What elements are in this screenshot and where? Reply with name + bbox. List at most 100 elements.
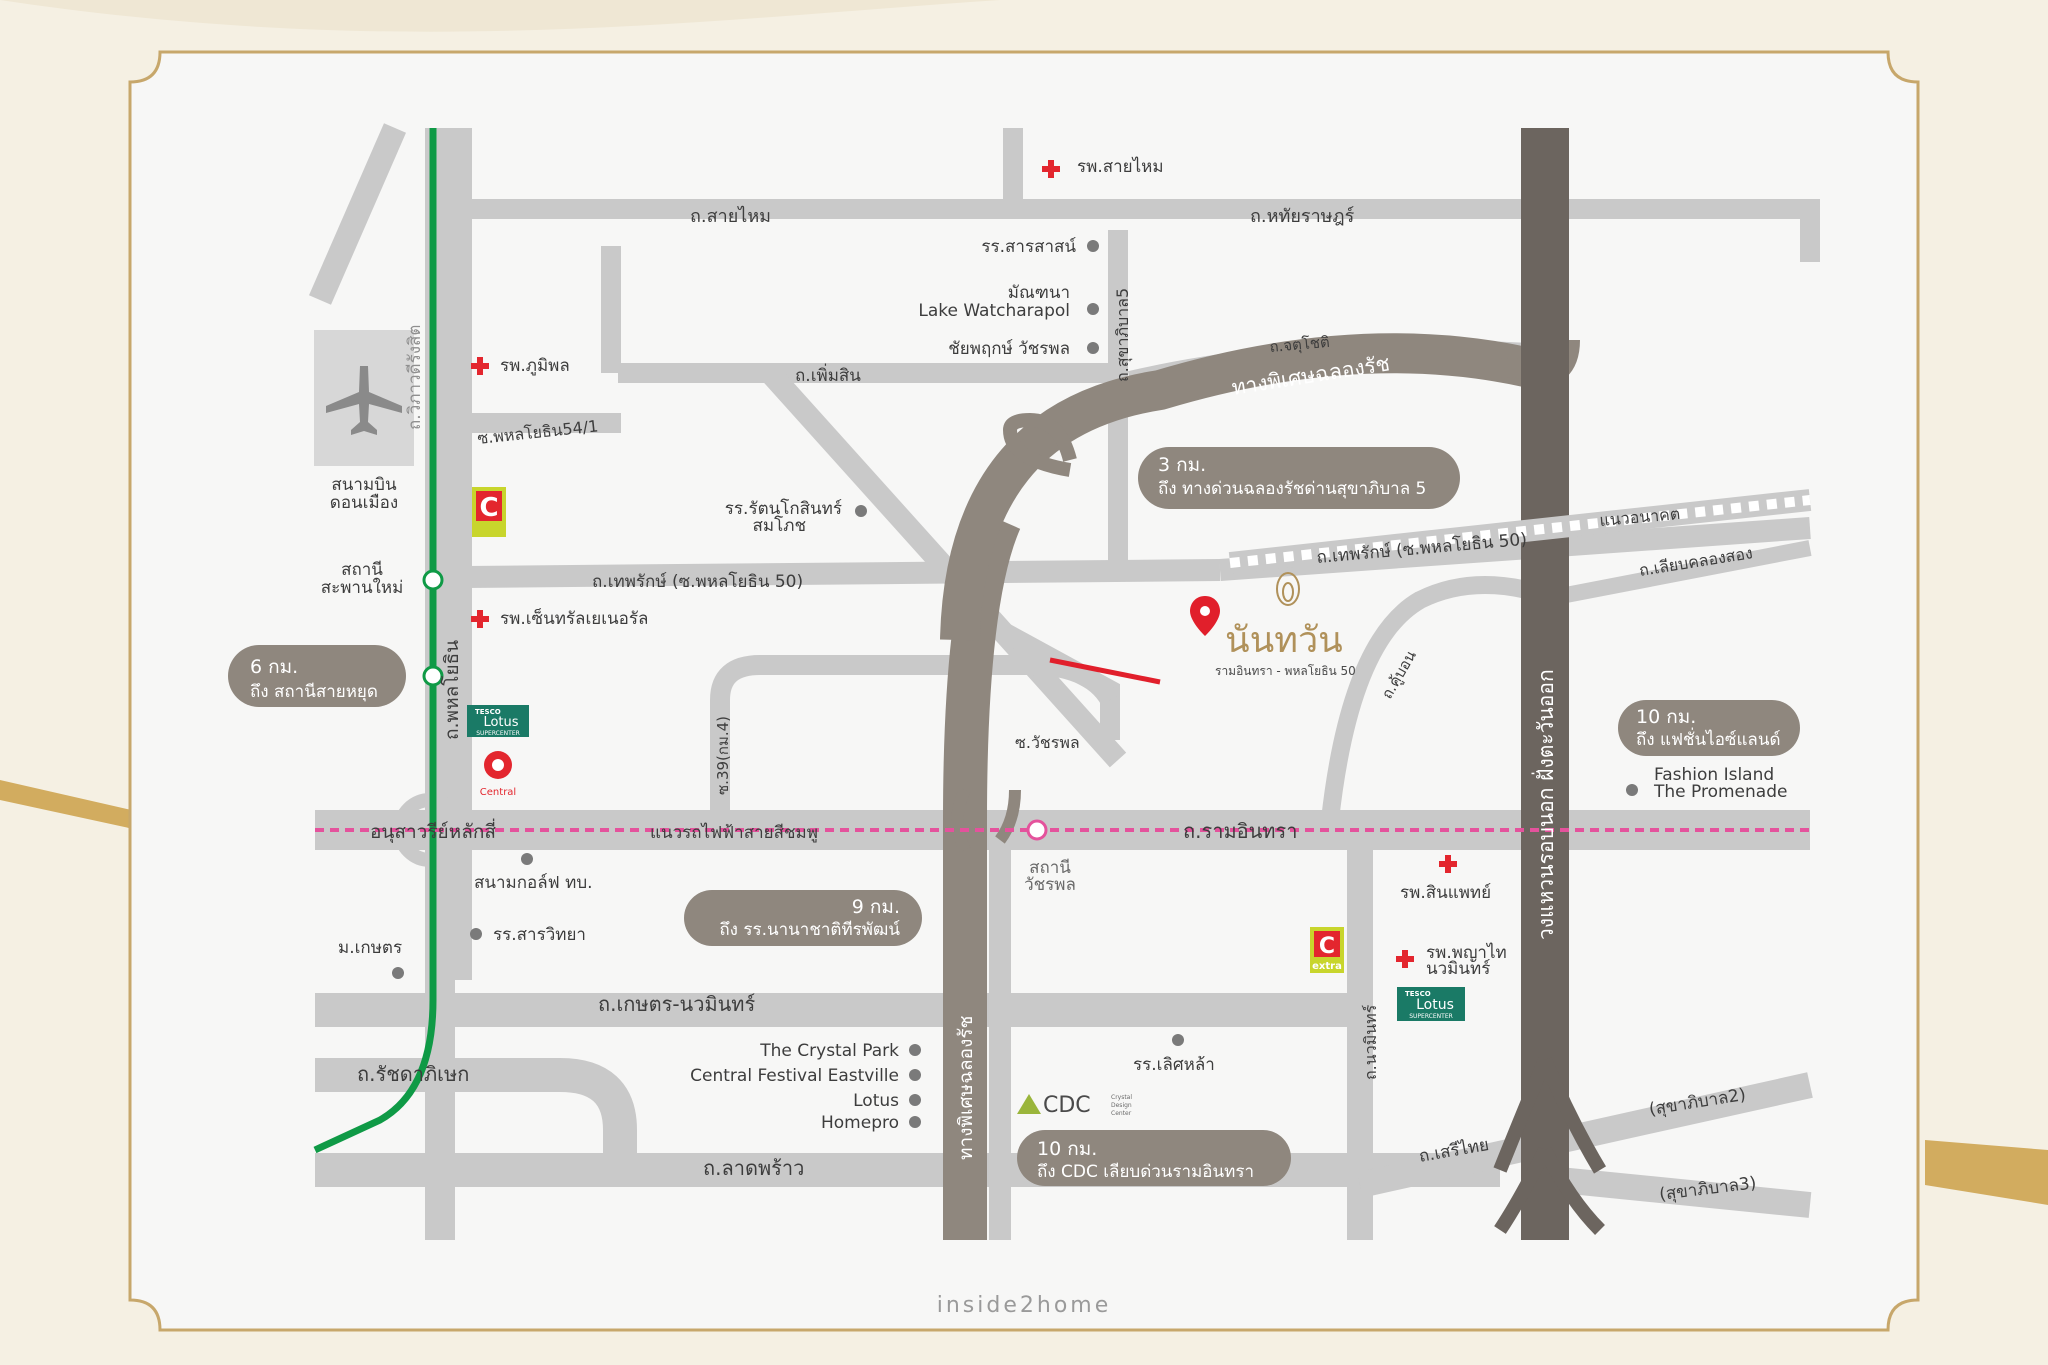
svg-text:สะพานใหม่: สะพานใหม่ xyxy=(321,577,404,598)
place-labels: สนามบิน ดอนเมือง สถานี สะพานใหม่ สถานี ว… xyxy=(321,156,1788,1133)
label-soi-watcharaphon: ซ.วัชรพล xyxy=(1015,733,1080,752)
dot-central-festival xyxy=(909,1069,921,1081)
svg-text:ดอนเมือง: ดอนเมือง xyxy=(330,493,398,513)
label-lat-phrao: ถ.ลาดพร้าว xyxy=(703,1156,804,1180)
svg-text:ชัยพฤกษ์ วัชรพล: ชัยพฤกษ์ วัชรพล xyxy=(948,339,1070,359)
label-phoem-sin: ถ.เพิ่มสิน xyxy=(795,363,861,386)
label-pink-line: แนวรถไฟฟ้าสายสีชมพู xyxy=(650,822,818,843)
bigc-extra-label: extra xyxy=(1312,961,1342,972)
svg-text:รพ.เซ็นทรัลเยเนอรัล: รพ.เซ็นทรัลเยเนอรัล xyxy=(500,607,648,629)
road-sukhaphiban3 xyxy=(1558,1167,1812,1218)
svg-text:Homepro: Homepro xyxy=(821,1113,899,1133)
cdc-logo: CDC Crystal Design Center xyxy=(1017,1093,1132,1118)
svg-text:รร.สารสาสน์: รร.สารสาสน์ xyxy=(981,237,1076,257)
label-ratchada: ถ.รัชดาภิเษก xyxy=(357,1062,469,1086)
callout-3km: 3 กม. ถึง ทางด่วนฉลองรัชด่านสุขาภิบาล 5 xyxy=(1138,447,1460,509)
road-ratchada xyxy=(315,1058,637,1170)
svg-text:ถึง สถานีสายหยุด: ถึง สถานีสายหยุด xyxy=(250,682,378,702)
svg-text:สถานี: สถานี xyxy=(1029,858,1071,878)
station-saphan-mai-icon xyxy=(422,569,444,591)
dot-lotus xyxy=(909,1094,921,1106)
project-access-road xyxy=(1049,657,1161,685)
svg-text:รร.รัตนโกสินทร์: รร.รัตนโกสินทร์ xyxy=(725,498,842,519)
dot-ku xyxy=(392,967,404,979)
lotus-logo-east: TESCO Lotus SUPERCENTER xyxy=(1397,987,1465,1021)
svg-text:TESCO: TESCO xyxy=(475,708,501,716)
svg-text:C: C xyxy=(479,493,498,523)
label-nawamin: ถ.นวมินทร์ xyxy=(1361,1004,1380,1080)
callout-9km: 9 กม. ถึง รร.นานาชาติทีรพัฒน์ xyxy=(684,890,922,946)
svg-text:The Promenade: The Promenade xyxy=(1653,782,1787,802)
svg-text:ถึง แฟชั่นไอซ์แลนด์: ถึง แฟชั่นไอซ์แลนด์ xyxy=(1636,727,1780,750)
dot-lertlah xyxy=(1172,1034,1184,1046)
road-hathai-rat xyxy=(1785,199,1820,262)
label-kaset-nawamin: ถ.เกษตร-นวมินทร์ xyxy=(598,992,755,1016)
callouts: 6 กม. ถึง สถานีสายหยุด 3 กม. ถึง ทางด่วน… xyxy=(228,447,1800,1186)
chalong-rat-branch xyxy=(951,787,1021,853)
hospital-icons xyxy=(471,160,1457,968)
project-name: นันทวัน xyxy=(1225,620,1343,661)
label-soi39: ซ.39(กม.4) xyxy=(714,716,732,795)
svg-text:รพ.สายไหม: รพ.สายไหม xyxy=(1077,156,1164,177)
pink-line xyxy=(315,819,1810,841)
svg-text:Lake Watcharapol: Lake Watcharapol xyxy=(918,301,1070,321)
road-network xyxy=(309,123,1820,1240)
road-thep-rak xyxy=(465,559,1221,588)
svg-text:CDC: CDC xyxy=(1043,1093,1091,1118)
svg-text:SUPERCENTER: SUPERCENTER xyxy=(476,730,520,737)
label-sukhaphiban5: ถ.สุขาภิบาล5 xyxy=(1113,288,1133,382)
future-line xyxy=(1228,489,1812,574)
svg-text:Lotus: Lotus xyxy=(483,715,518,730)
svg-text:6 กม.: 6 กม. xyxy=(250,656,298,678)
project: นันทวัน รามอินทรา - พหลโยธิน 50 xyxy=(1190,572,1356,678)
dot-sarasas xyxy=(1087,240,1099,252)
label-anusawari: อนุสาวรีย์หลักสี่ xyxy=(370,818,496,844)
svg-text:TESCO: TESCO xyxy=(1405,990,1431,998)
svg-text:Lotus: Lotus xyxy=(1416,997,1454,1013)
hospital-bhumibol-icon xyxy=(471,357,489,375)
dot-crystal xyxy=(909,1044,921,1056)
project-emblem-icon xyxy=(1276,572,1300,606)
dot-homepro xyxy=(909,1116,921,1128)
dot-golf xyxy=(521,853,533,865)
svg-text:3 กม.: 3 กม. xyxy=(1158,454,1206,476)
hospital-phyathai-icon xyxy=(1396,950,1414,968)
hospital-central-general-icon xyxy=(471,610,489,628)
label-ram-inthra: ถ.รามอินทรา xyxy=(1183,819,1297,843)
callout-10km-cdc: 10 กม. ถึง CDC เลียบด่วนรามอินทรา xyxy=(1017,1130,1291,1186)
callout-10km-fashion: 10 กม. ถึง แฟชั่นไอซ์แลนด์ xyxy=(1618,700,1800,756)
label-sai-mai: ถ.สายไหม xyxy=(690,205,771,227)
road-khu-bon xyxy=(1321,576,1564,821)
outer-ring-branches xyxy=(1493,1057,1607,1235)
label-chalong-rat-vertical: ทางพิเศษฉลองรัช xyxy=(955,1015,977,1160)
svg-text:รพ.สินแพทย์: รพ.สินแพทย์ xyxy=(1400,883,1491,903)
svg-text:10 กม.: 10 กม. xyxy=(1037,1138,1097,1160)
svg-text:The Crystal Park: The Crystal Park xyxy=(759,1041,899,1061)
central-logo: Central xyxy=(480,751,516,798)
chalong-rat-loop xyxy=(1002,412,1077,477)
svg-text:9 กม.: 9 กม. xyxy=(852,896,900,918)
svg-text:มัณฑนา: มัณฑนา xyxy=(1008,283,1070,303)
dot-rattana xyxy=(855,505,867,517)
bigc-logo-north: C xyxy=(472,487,506,537)
svg-text:Fashion Island: Fashion Island xyxy=(1654,765,1774,785)
airport xyxy=(314,330,414,466)
svg-text:นวมินทร์: นวมินทร์ xyxy=(1426,959,1490,979)
svg-text:Design: Design xyxy=(1111,1102,1132,1109)
svg-text:ถึง ทางด่วนฉลองรัชด่านสุขาภิบา: ถึง ทางด่วนฉลองรัชด่านสุขาภิบาล 5 xyxy=(1158,479,1426,499)
expressways xyxy=(940,128,1607,1240)
station-sai-yut-icon xyxy=(422,665,444,687)
label-phahon-yothin: ถ.พหลโยธิน xyxy=(440,640,463,740)
svg-text:ถึง รร.นานาชาติทีรพัฒน์: ถึง รร.นานาชาติทีรพัฒน์ xyxy=(719,920,900,940)
svg-text:ถึง CDC เลียบด่วนรามอินทรา: ถึง CDC เลียบด่วนรามอินทรา xyxy=(1037,1162,1254,1182)
bigc-extra-logo: C extra xyxy=(1310,927,1344,973)
label-hathai-rat: ถ.หทัยราษฎร์ xyxy=(1250,206,1355,227)
svg-text:สมโภช: สมโภช xyxy=(753,515,806,536)
callout-6km: 6 กม. ถึง สถานีสายหยุด xyxy=(228,645,406,707)
dot-fashion xyxy=(1626,784,1638,796)
svg-text:Crystal: Crystal xyxy=(1111,1094,1132,1101)
svg-text:รร.สารวิทยา: รร.สารวิทยา xyxy=(493,925,586,945)
dot-lake xyxy=(1087,303,1099,315)
dot-chaiyaphruek xyxy=(1087,342,1099,354)
